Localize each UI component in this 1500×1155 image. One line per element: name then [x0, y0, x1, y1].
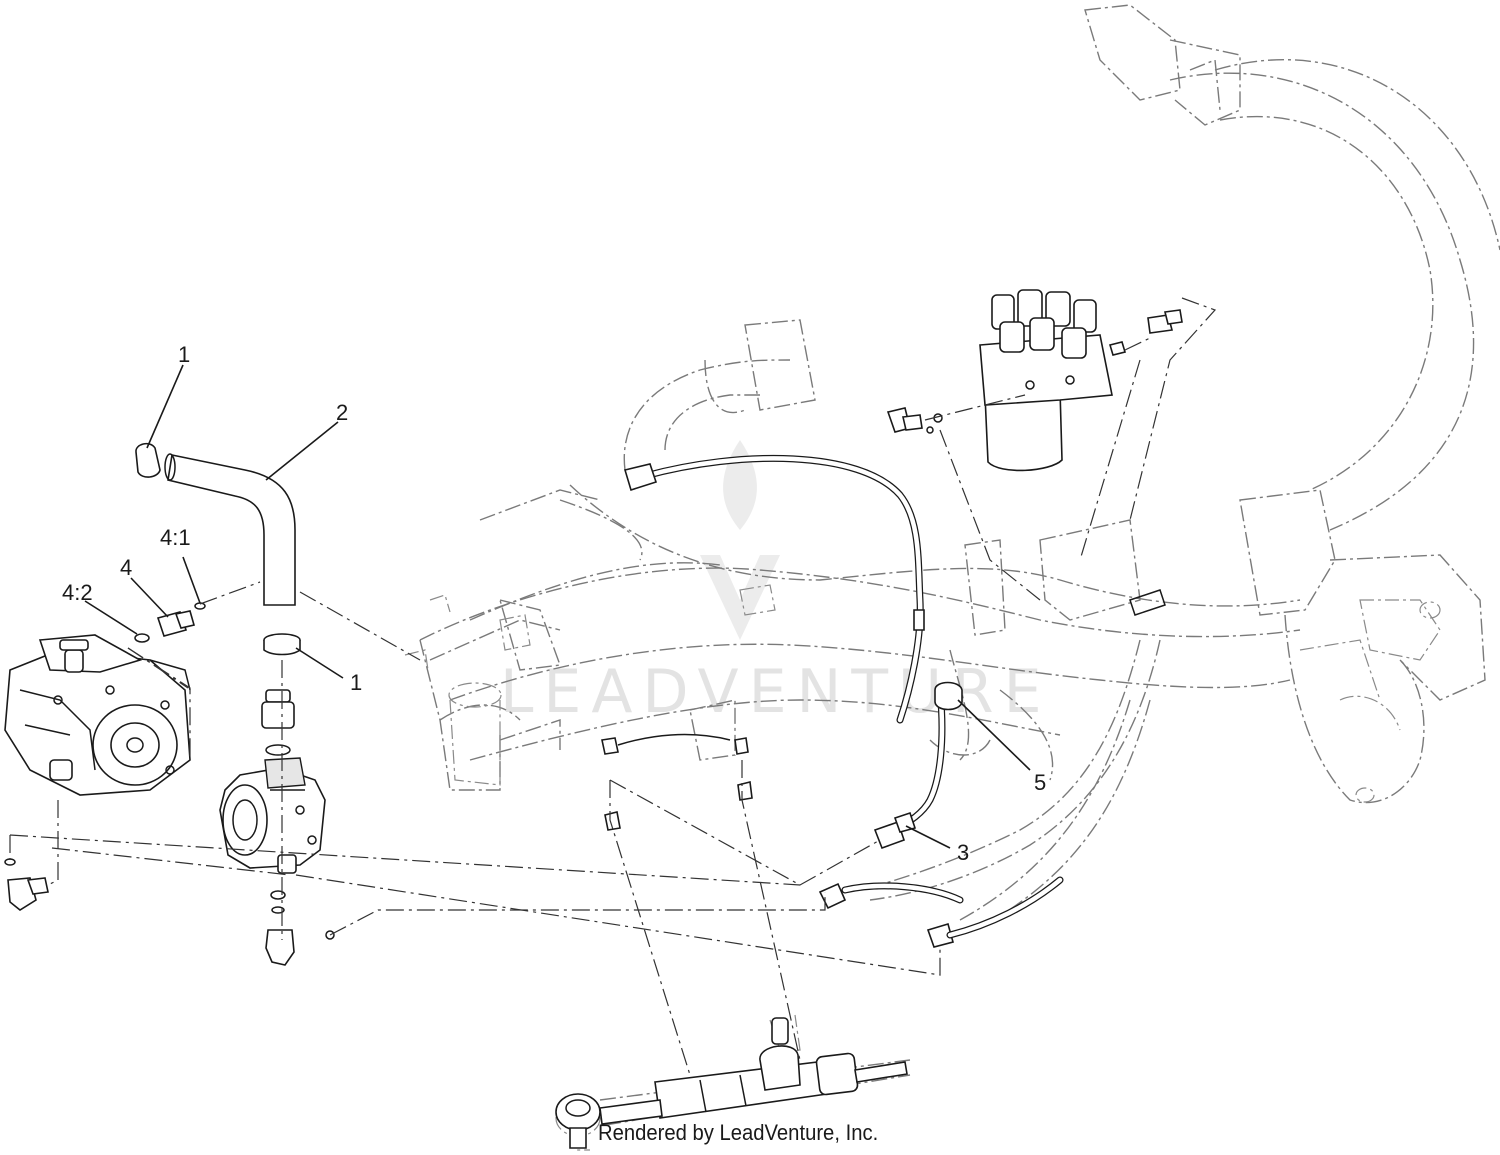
routing-lines	[9, 581, 941, 1076]
leader-1a	[146, 364, 184, 449]
leader-1b	[295, 647, 344, 679]
leader-2	[265, 421, 339, 481]
callout-4-1: 4:1	[160, 525, 191, 550]
valve-fittings	[886, 297, 1217, 601]
gear-pump	[219, 757, 326, 874]
callout-4: 4	[120, 555, 132, 580]
fitting-4	[134, 602, 206, 643]
callout-4-2: 4:2	[62, 580, 93, 605]
callout-labels: 1 2 4:1 4 4:2 1 5 3	[62, 342, 1046, 865]
hose-clamp-and-fittings	[261, 633, 335, 966]
steering-control-valve	[979, 289, 1113, 472]
callout-1b: 1	[350, 670, 362, 695]
frame-phantom	[404, 4, 1500, 1151]
watermark-logo-icon	[700, 440, 780, 640]
left-elbow-fitting	[4, 858, 49, 911]
callout-3: 3	[957, 840, 969, 865]
watermark-text: LEADVENTURE	[500, 657, 1052, 727]
lower-hose-fittings	[818, 876, 1064, 948]
leader-4-2	[84, 600, 138, 635]
leader-4	[130, 577, 169, 618]
callout-leaders	[84, 364, 1031, 849]
leader-4-1	[182, 556, 201, 604]
leader-5	[957, 699, 1031, 771]
callout-2: 2	[336, 400, 348, 425]
footer-credit: Rendered by LeadVenture, Inc.	[598, 1120, 879, 1145]
callout-5: 5	[1034, 770, 1046, 795]
callout-1a: 1	[178, 342, 190, 367]
hose-3	[623, 454, 946, 850]
leader-3	[905, 825, 951, 849]
steering-cylinder	[555, 1017, 908, 1149]
suction-hose	[135, 442, 296, 606]
hydro-pump	[4, 634, 191, 796]
hose-clamp-5	[934, 681, 963, 711]
